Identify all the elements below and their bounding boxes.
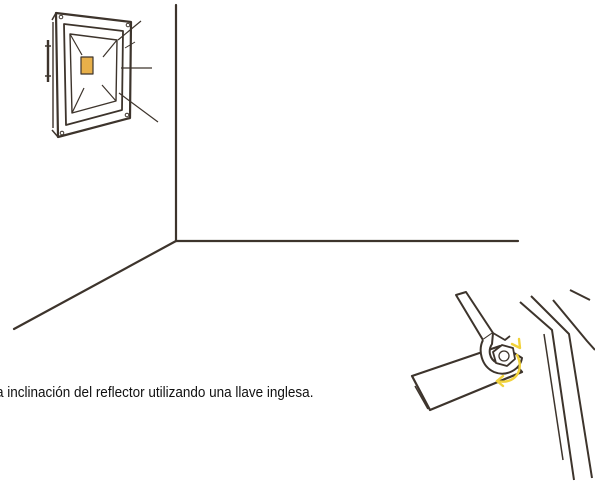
led-chip — [80, 56, 94, 75]
instruction-caption: a inclinación del reflector utilizando u… — [0, 384, 314, 401]
bolt-icon — [492, 344, 516, 367]
rotate-arrow-icon — [495, 337, 522, 388]
floor-left-edge — [12, 239, 178, 331]
floodlight-icon — [45, 11, 159, 139]
adjustment-detail — [410, 289, 595, 481]
room-corner — [12, 3, 520, 331]
